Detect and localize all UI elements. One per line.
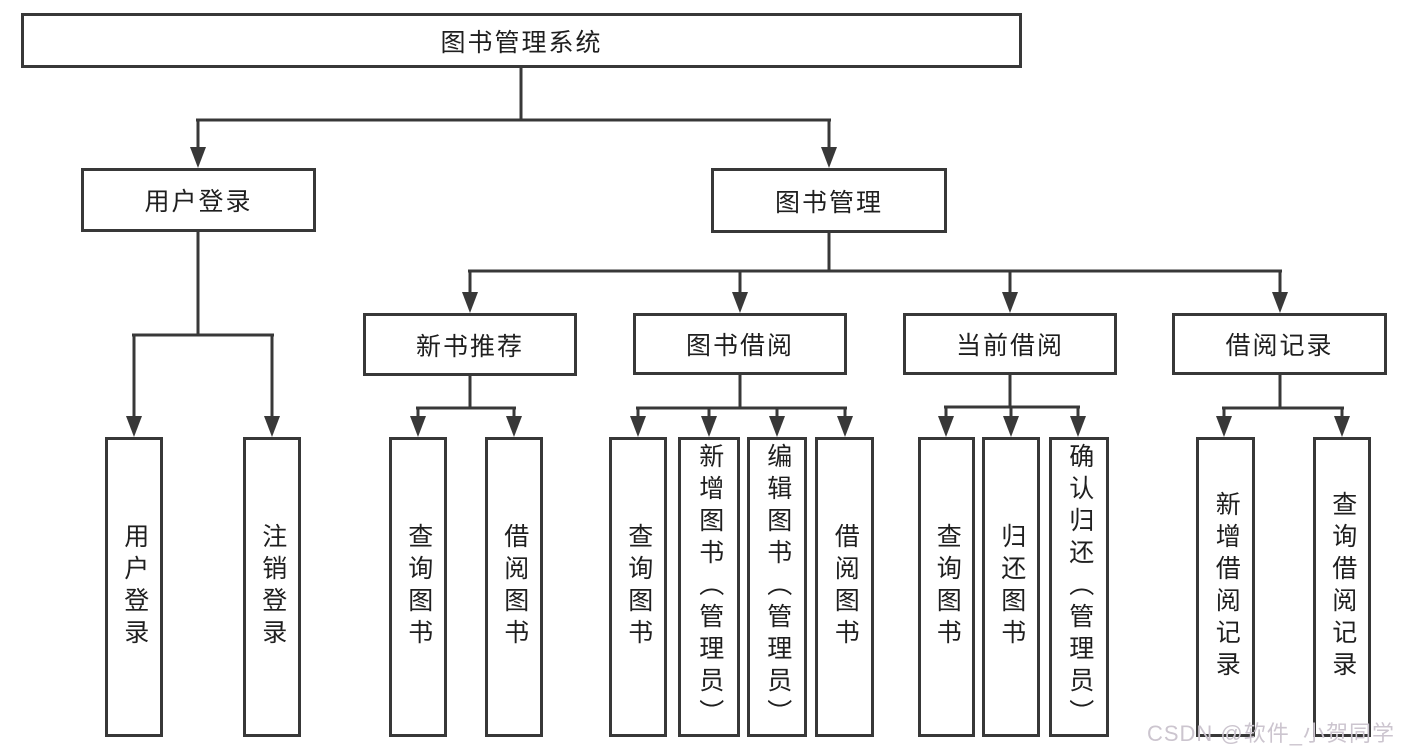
- leaf-add-books-admin: 新增图书（管理员）: [678, 437, 740, 737]
- node-user-login: 用户登录: [81, 168, 316, 232]
- leaf-user-login-label: 用户登录: [120, 523, 149, 651]
- leaf-edit-books-admin-label: 编辑图书（管理员）: [763, 443, 792, 731]
- leaf-query-borrow-record-label: 查询借阅记录: [1328, 491, 1357, 683]
- node-book-management-label: 图书管理: [774, 188, 883, 217]
- csdn-watermark: CSDN @软件_小贺同学: [1146, 721, 1395, 746]
- leaf-query-books-recommend: 查询图书: [389, 437, 447, 737]
- node-library-system-label: 图书管理系统: [440, 28, 603, 57]
- node-book-borrowing: 图书借阅: [633, 313, 847, 375]
- leaf-query-borrow-record: 查询借阅记录: [1313, 437, 1371, 737]
- leaf-logout: 注销登录: [243, 437, 301, 737]
- node-borrowing-records: 借阅记录: [1172, 313, 1387, 375]
- leaf-user-login: 用户登录: [105, 437, 163, 737]
- leaf-return-books: 归还图书: [982, 437, 1040, 737]
- node-library-system: 图书管理系统: [21, 13, 1022, 68]
- leaf-query-books-recommend-label: 查询图书: [404, 523, 433, 651]
- leaf-logout-label: 注销登录: [258, 523, 287, 651]
- leaf-edit-books-admin: 编辑图书（管理员）: [747, 437, 807, 737]
- node-borrowing-records-label: 借阅记录: [1225, 332, 1334, 360]
- leaf-confirm-return-admin: 确认归还（管理员）: [1049, 437, 1109, 737]
- node-new-book-recommend-label: 新书推荐: [415, 332, 524, 361]
- leaf-add-books-admin-label: 新增图书（管理员）: [695, 443, 724, 731]
- leaf-query-books-borrowing-label: 查询图书: [624, 523, 653, 651]
- node-book-management: 图书管理: [711, 168, 947, 233]
- leaf-confirm-return-admin-label: 确认归还（管理员）: [1065, 443, 1094, 731]
- leaf-add-borrow-record-label: 新增借阅记录: [1212, 491, 1241, 683]
- leaf-query-books-current-label: 查询图书: [933, 523, 962, 651]
- leaf-query-books-current: 查询图书: [918, 437, 975, 737]
- leaf-borrow-books: 借阅图书: [815, 437, 874, 737]
- leaf-add-borrow-record: 新增借阅记录: [1196, 437, 1255, 737]
- leaf-query-books-borrowing: 查询图书: [609, 437, 667, 737]
- node-new-book-recommend: 新书推荐: [363, 313, 577, 376]
- node-book-borrowing-label: 图书借阅: [685, 332, 794, 360]
- leaf-borrow-books-recommend: 借阅图书: [485, 437, 543, 737]
- leaf-borrow-books-label: 借阅图书: [831, 523, 860, 651]
- node-user-login-label: 用户登录: [144, 188, 253, 216]
- leaf-borrow-books-recommend-label: 借阅图书: [500, 523, 529, 651]
- node-current-borrowing-label: 当前借阅: [955, 332, 1064, 360]
- leaf-return-books-label: 归还图书: [997, 523, 1026, 651]
- node-current-borrowing: 当前借阅: [903, 313, 1117, 375]
